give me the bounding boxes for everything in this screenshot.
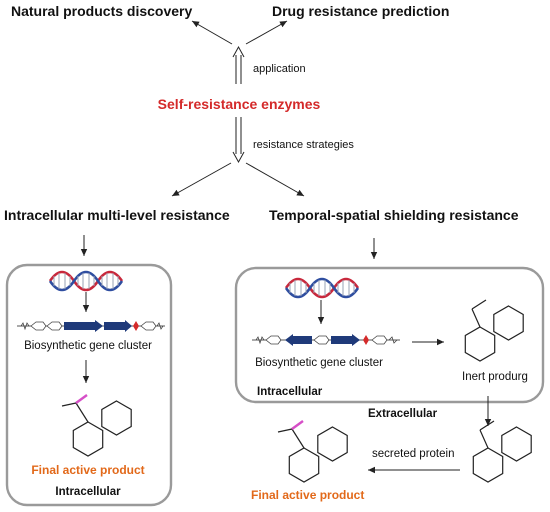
right-gene-cluster-label: Biosynthetic gene cluster [255,357,383,369]
self-resistance-enzymes-title: Self-resistance enzymes [157,96,321,112]
left-final-product-label: Final active product [31,463,145,477]
inert-prodrug-label: Inert produrg [462,371,528,383]
left-final-product-structure [61,394,132,457]
top-arrows [80,20,378,259]
intracellular-multilevel-heading: Intracellular multi-level resistance [4,207,230,223]
right-gene-cluster [252,334,400,346]
drug-resistance-title: Drug resistance prediction [272,3,450,19]
right-final-product-structure [277,420,348,483]
natural-products-title: Natural products discovery [11,3,193,19]
right-intracellular-label: Intracellular [257,386,323,398]
left-gene-cluster [17,320,165,332]
extracellular-label: Extracellular [368,408,438,420]
secreted-protein-label: secreted protein [372,448,455,460]
secreted-prodrug-structure [472,420,532,483]
application-label: application [253,63,306,75]
left-gene-cluster-label: Biosynthetic gene cluster [24,340,152,352]
temporal-spatial-heading: Temporal-spatial shielding resistance [269,207,519,223]
left-intracellular-label: Intracellular [55,486,121,498]
right-final-product-label: Final active product [251,488,365,502]
resistance-strategies-label: resistance strategies [253,139,354,151]
inert-prodrug-structure [464,299,524,362]
left-intracellular-box [5,263,173,507]
right-intracellular-box [234,266,545,404]
